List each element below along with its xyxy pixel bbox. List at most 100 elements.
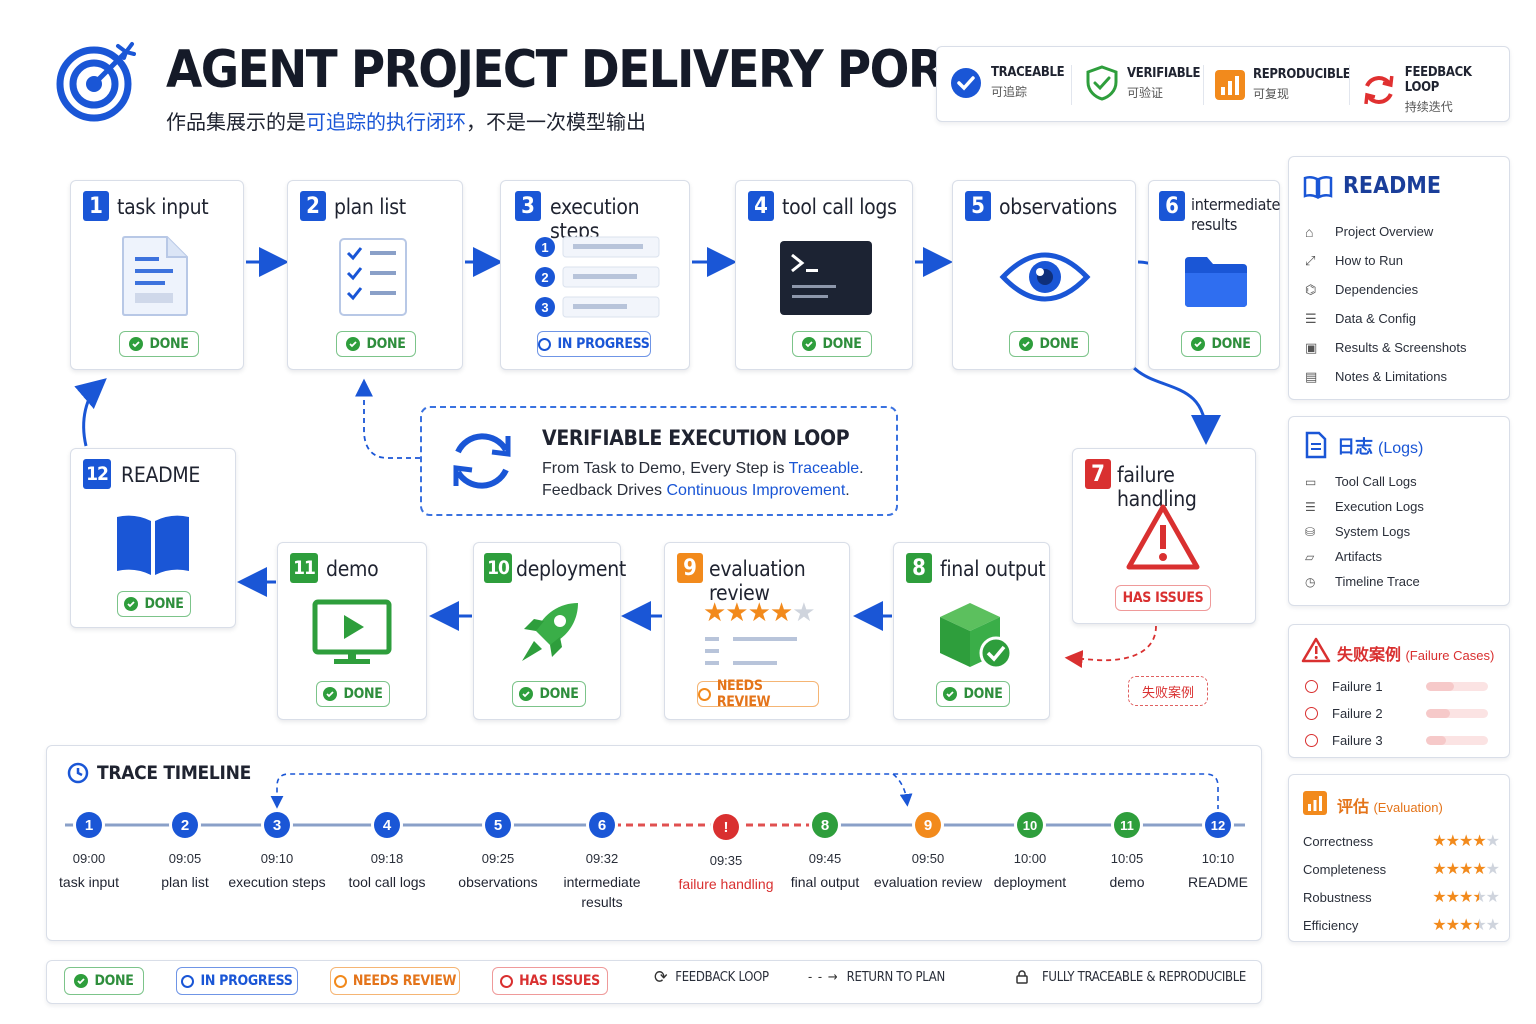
note-icon: ▤ <box>1305 368 1318 384</box>
loop-line-1: From Task to Demo, Every Step is Traceab… <box>542 460 864 477</box>
timeline-time: 09:25 <box>481 851 515 866</box>
star-empty-icon: ★ <box>1485 833 1500 850</box>
status-badge: IN PROGRESS <box>537 331 651 357</box>
step-title: execution steps <box>550 195 640 243</box>
status-badge: DONE <box>119 331 199 357</box>
timeline-node[interactable]: 4 <box>374 812 400 838</box>
timeline-time: 09:50 <box>911 851 945 866</box>
book-outline-icon <box>1303 175 1333 199</box>
readme-item-results[interactable]: ▣Results & Screenshots <box>1305 339 1467 356</box>
image-icon: ▣ <box>1305 339 1318 355</box>
step-card-execution-steps[interactable]: 3 execution steps 1 2 3 IN PROGRESS <box>500 180 690 370</box>
dashed-arrow-icon: - - → <box>808 969 839 985</box>
verifiable-loop-box: VERIFIABLE EXECUTION LOOP From Task to D… <box>420 406 898 516</box>
timeline-node[interactable]: 3 <box>264 812 290 838</box>
step-card-intermediate-results[interactable]: 6 intermediate results DONE <box>1148 180 1280 370</box>
evaluation-metric-name: Efficiency <box>1303 917 1359 933</box>
step-card-deployment[interactable]: 10 deployment DONE <box>473 542 626 720</box>
failure-severity-fill <box>1426 709 1450 718</box>
step-card-evaluation-review[interactable]: 9 evaluation review ★★★★★ NEEDS REVIEW <box>664 542 850 720</box>
step-card-plan-list[interactable]: 2 plan list DONE <box>287 180 463 370</box>
numbered-steps-icon: 1 2 3 <box>535 236 660 318</box>
failure-item[interactable]: Failure 1 <box>1305 673 1495 700</box>
status-badge: DONE <box>792 331 872 357</box>
readme-panel: README ⌂Project Overview ⤢How to Run ⌬De… <box>1288 156 1510 400</box>
folder-icon <box>1185 257 1247 307</box>
step-card-demo[interactable]: 11 demo DONE <box>277 542 427 720</box>
star-full-icon: ★ <box>1445 889 1460 906</box>
readme-item-dependencies[interactable]: ⌬Dependencies <box>1305 281 1419 298</box>
readme-item-data-config[interactable]: ☰Data & Config <box>1305 310 1416 327</box>
step-number: 4 <box>748 191 774 221</box>
timeline-node[interactable]: 11 <box>1114 812 1140 838</box>
status-badge: DONE <box>316 681 390 707</box>
check-icon <box>519 687 534 701</box>
timeline-label: final output <box>790 874 860 890</box>
database-icon: ⛁ <box>1305 524 1316 539</box>
step-card-failure-handling[interactable]: 7 failure handling HAS ISSUES <box>1072 448 1256 624</box>
status-badge: DONE <box>512 681 586 707</box>
timeline-node[interactable]: 1 <box>76 812 102 838</box>
timeline-feedback-arc <box>270 773 1219 810</box>
timeline-time: 09:00 <box>72 851 106 866</box>
logs-item-system[interactable]: ⛁System Logs <box>1305 524 1411 539</box>
star-full-icon: ★ <box>1445 861 1460 878</box>
status-badge: NEEDS REVIEW <box>697 678 819 710</box>
step-number: 11 <box>290 553 318 583</box>
step-card-readme[interactable]: 12 README DONE <box>70 448 236 628</box>
readme-panel-title: README <box>1343 173 1442 199</box>
logs-item-timeline[interactable]: ◷Timeline Trace <box>1305 574 1420 589</box>
legend-done: DONE <box>64 967 144 995</box>
step-number: 3 <box>515 191 541 221</box>
readme-item-overview[interactable]: ⌂Project Overview <box>1305 223 1434 240</box>
timeline-node[interactable]: 2 <box>172 812 198 838</box>
timeline-title: TRACE TIMELINE <box>97 762 251 784</box>
timeline-node[interactable]: 6 <box>589 812 615 838</box>
loop-line-2: Feedback Drives Continuous Improvement. <box>542 482 850 499</box>
readme-item-how-to-run[interactable]: ⤢How to Run <box>1305 252 1403 269</box>
timeline-node[interactable]: 8 <box>812 812 838 838</box>
timeline-node[interactable]: 10 <box>1017 812 1043 838</box>
step-title: task input <box>117 195 209 219</box>
svg-text:3: 3 <box>541 300 548 315</box>
circle-outline-icon <box>500 974 514 988</box>
terminal-icon <box>780 241 872 315</box>
timeline-node[interactable]: 12 <box>1205 812 1231 838</box>
step-number: 8 <box>906 553 932 583</box>
timeline-label: failure handling <box>678 876 774 892</box>
failure-item[interactable]: Failure 3 <box>1305 727 1495 754</box>
log-file-icon <box>1305 431 1327 459</box>
folder-small-icon: ▱ <box>1305 549 1315 564</box>
step-number: 6 <box>1159 191 1185 221</box>
timeline-label: evaluation review <box>873 874 983 890</box>
step-number: 5 <box>965 191 991 221</box>
step-title: final output <box>940 557 1046 581</box>
star-full-icon: ★ <box>1458 861 1473 878</box>
timeline-track <box>65 773 1245 827</box>
timeline-review-arrow <box>892 773 913 807</box>
status-badge: DONE <box>1009 331 1089 357</box>
evaluation-metric-name: Completeness <box>1303 861 1387 877</box>
failure-item[interactable]: Failure 2 <box>1305 700 1495 727</box>
timeline-node[interactable]: 5 <box>485 812 511 838</box>
timeline-node[interactable]: ! <box>713 814 739 840</box>
logs-item-artifacts[interactable]: ▱Artifacts <box>1305 549 1382 564</box>
evaluation-metric-name: Correctness <box>1303 833 1374 849</box>
timeline-label: plan list <box>161 874 209 890</box>
star-rating: ★★★★★ <box>1432 831 1500 851</box>
star-full-icon: ★ <box>1432 917 1446 934</box>
timeline-node[interactable]: 9 <box>915 812 941 838</box>
logs-item-execution[interactable]: ☰Execution Logs <box>1305 499 1424 514</box>
logs-item-tool-call[interactable]: ▭Tool Call Logs <box>1305 474 1417 489</box>
legend-return-to-plan: - - →RETURN TO PLAN <box>808 969 945 985</box>
step-card-final-output[interactable]: 8 final output DONE <box>893 542 1050 720</box>
readme-item-notes[interactable]: ▤Notes & Limitations <box>1305 368 1447 385</box>
timeline-label: observations <box>458 874 538 890</box>
step-card-observations[interactable]: 5 observations DONE <box>952 180 1136 370</box>
step-title: deployment <box>516 557 627 581</box>
step-card-task-input[interactable]: 1 task input DONE <box>70 180 244 370</box>
status-badge: DONE <box>936 681 1010 707</box>
step-card-tool-call-logs[interactable]: 4 tool call logs DONE <box>735 180 913 370</box>
